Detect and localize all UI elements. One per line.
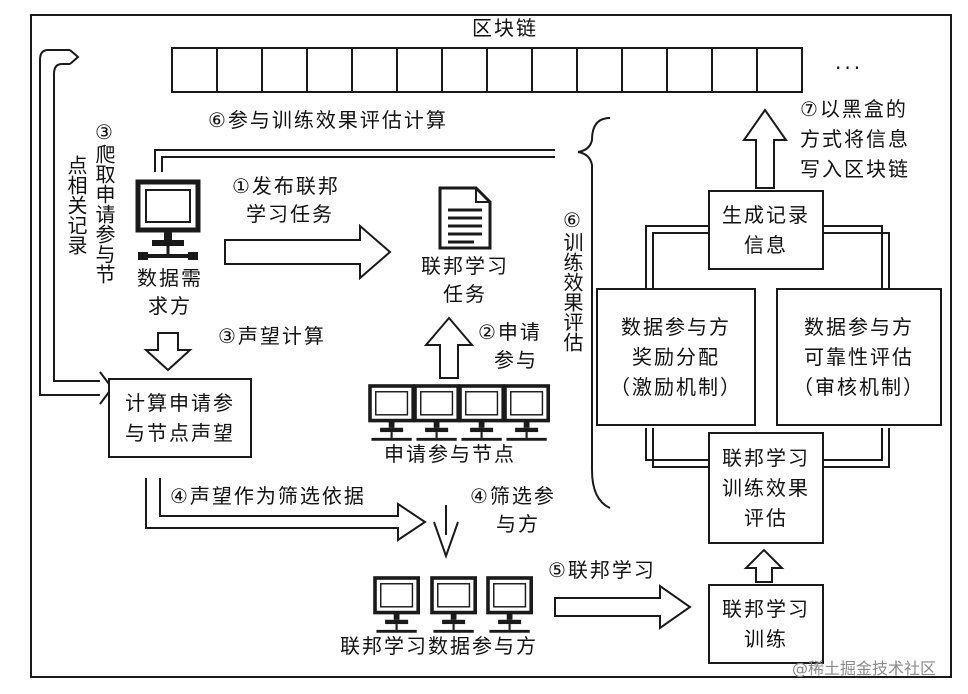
basis-arrow bbox=[145, 478, 427, 542]
step1-label: ①发布联邦 学习任务 bbox=[232, 174, 340, 226]
blockchain-title: 区块链 bbox=[472, 16, 538, 40]
step3-reputation-label: ③声望计算 bbox=[218, 324, 326, 348]
blockchain-block bbox=[441, 47, 488, 93]
reputation-down-arrow bbox=[143, 332, 193, 372]
participants-label: 联邦学习数据参与方 bbox=[340, 634, 538, 658]
step7-label: ⑦以黑盒的 方式将信息 写入区块链 bbox=[800, 97, 910, 181]
eval-calc-line bbox=[154, 149, 555, 172]
step4-screen-label: ④筛选参 与方 bbox=[470, 484, 556, 536]
blockchain-block bbox=[711, 47, 758, 93]
task-label: 联邦学习 任务 bbox=[421, 254, 509, 306]
eval-to-reliability-inner bbox=[824, 428, 890, 468]
publish-arrow bbox=[224, 223, 392, 281]
step6-eval-label: ⑥训练效果评估 bbox=[560, 208, 584, 352]
computer-icon bbox=[413, 384, 460, 441]
computer-icon bbox=[458, 384, 505, 441]
record-info-box: 生成记录 信息 bbox=[708, 190, 824, 270]
step5-label: ⑤联邦学习 bbox=[548, 558, 656, 582]
blockchain-blocks bbox=[171, 47, 803, 93]
train-up-arrow bbox=[743, 548, 785, 583]
eval-to-reliability bbox=[824, 428, 883, 461]
record-up-arrow bbox=[742, 108, 788, 189]
blockchain-block bbox=[171, 47, 218, 93]
computer-icon bbox=[368, 384, 415, 441]
step4-basis-label: ④声望作为筛选依据 bbox=[170, 484, 366, 508]
step6-calc-label: ⑥参与训练效果评估计算 bbox=[208, 108, 448, 132]
calc-reputation-box: 计算申请参 与节点声望 bbox=[108, 378, 252, 458]
computer-icon bbox=[430, 576, 477, 633]
blockchain-block bbox=[486, 47, 533, 93]
eval-calc-line-inner bbox=[161, 156, 555, 172]
participant-computers bbox=[373, 576, 533, 633]
reward-to-record-inner bbox=[652, 232, 708, 288]
blockchain-block bbox=[756, 47, 803, 93]
step3-crawl-label-col2: 点相关记录 bbox=[64, 155, 88, 255]
blockchain-block bbox=[621, 47, 668, 93]
fl-eval-box: 联邦学习 训练效果 评估 bbox=[708, 432, 824, 544]
fl-train-box: 联邦学习 训练 bbox=[708, 584, 824, 664]
crawl-arrow-outer bbox=[39, 49, 100, 396]
blockchain-block bbox=[396, 47, 443, 93]
eval-to-reward-inner bbox=[652, 428, 708, 468]
reliability-box: 数据参与方 可靠性评估 （审核机制） bbox=[776, 288, 942, 426]
fl-arrow bbox=[554, 584, 692, 630]
step3-crawl-label-col1: ③爬取申请参与节 bbox=[92, 120, 116, 284]
reliability-to-record-inner bbox=[824, 232, 890, 288]
reliability-to-record bbox=[824, 225, 883, 288]
blockchain-block bbox=[531, 47, 578, 93]
blockchain-block bbox=[666, 47, 713, 93]
watermark: @稀土掘金技术社区 bbox=[792, 659, 937, 678]
applicants-label: 申请参与节点 bbox=[384, 442, 516, 466]
blockchain-block bbox=[351, 47, 398, 93]
eval-bracket bbox=[577, 117, 611, 509]
computer-icon bbox=[503, 384, 550, 441]
requester-computer-icon bbox=[135, 179, 201, 260]
eval-to-reward bbox=[645, 428, 708, 461]
reward-to-record bbox=[645, 225, 708, 288]
task-document-icon bbox=[438, 186, 492, 250]
crawl-arrow-inner bbox=[53, 63, 100, 382]
apply-up-arrow bbox=[423, 316, 475, 379]
step2-label: ②申请 参与 bbox=[478, 320, 542, 372]
applicant-computers bbox=[368, 384, 550, 441]
blockchain-block bbox=[216, 47, 263, 93]
blockchain-block bbox=[306, 47, 353, 93]
computer-icon bbox=[486, 576, 533, 633]
computer-icon bbox=[373, 576, 420, 633]
screen-down-arrow bbox=[433, 505, 459, 560]
blockchain-block bbox=[261, 47, 308, 93]
crawl-arrow-tail bbox=[69, 49, 80, 65]
blockchain-block bbox=[576, 47, 623, 93]
reward-box: 数据参与方 奖励分配 （激励机制） bbox=[596, 288, 756, 426]
blockchain-ellipsis: ··· bbox=[835, 56, 864, 80]
requester-label: 数据需 求方 bbox=[137, 266, 203, 318]
